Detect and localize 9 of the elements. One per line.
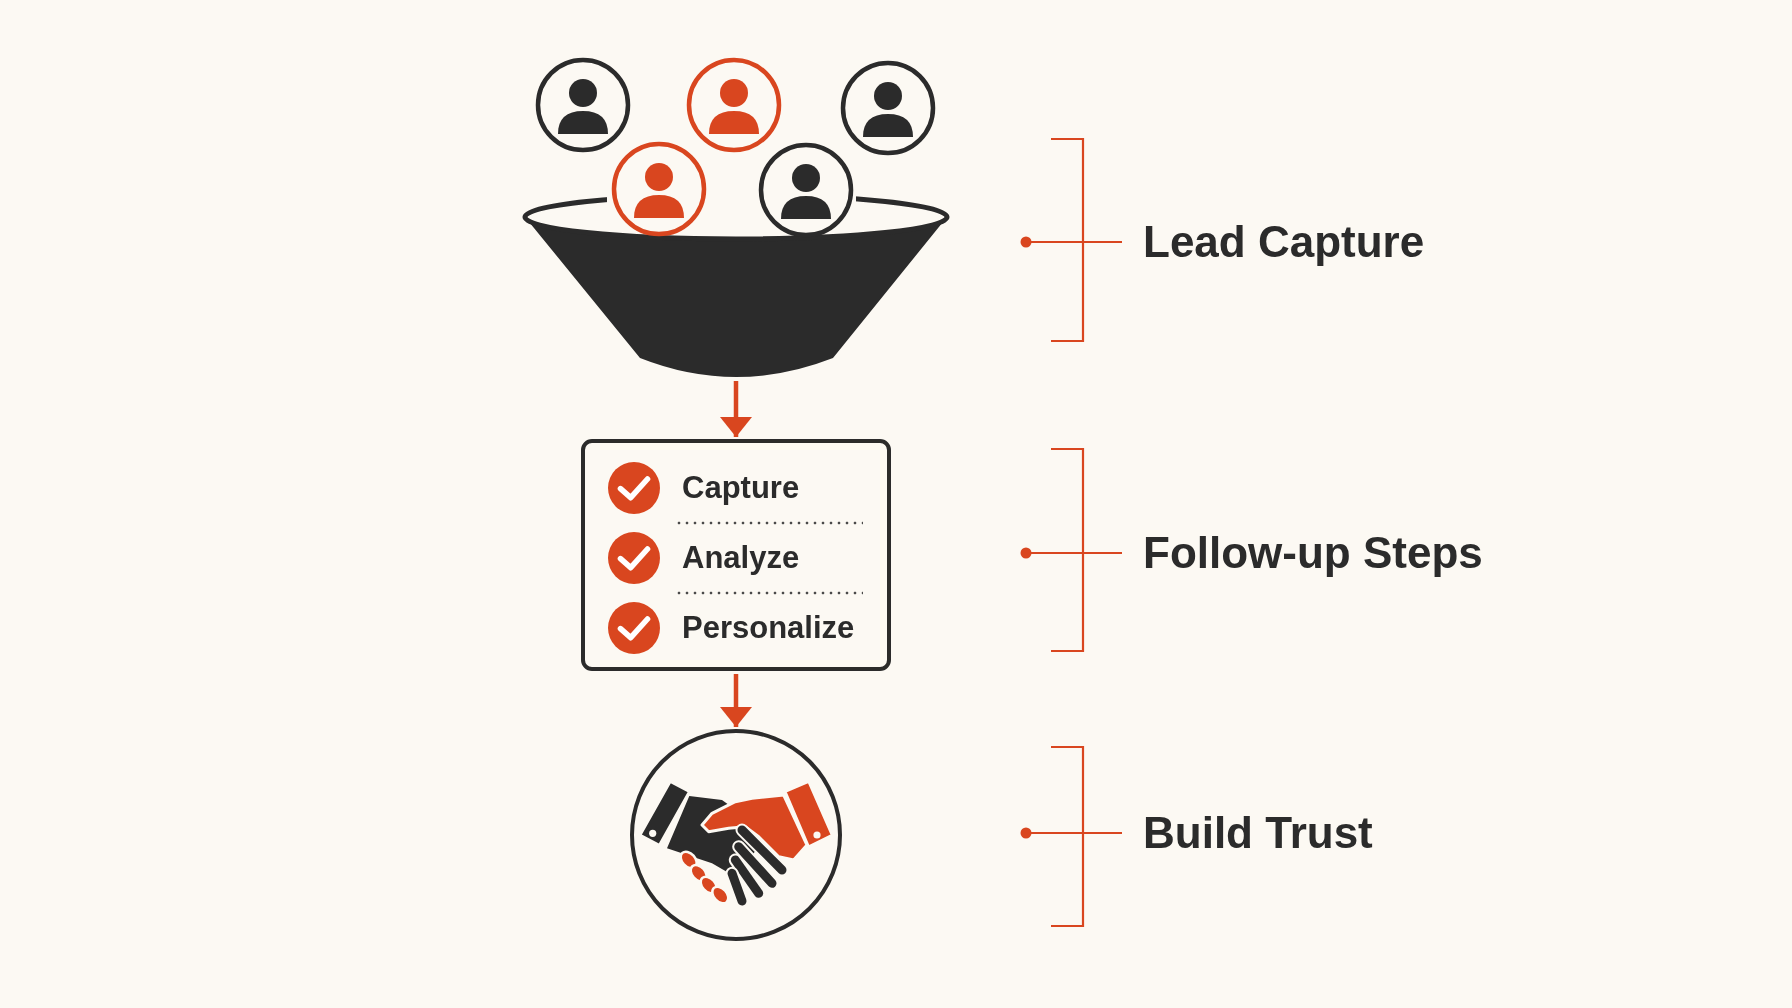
stage-label: Lead Capture bbox=[1143, 216, 1425, 268]
stage-label: Build Trust bbox=[1143, 807, 1373, 859]
step-label: Capture bbox=[682, 470, 800, 506]
arrow bbox=[720, 381, 752, 437]
step-label: Personalize bbox=[682, 610, 855, 646]
checklist-panel bbox=[581, 439, 891, 671]
step-label: Analyze bbox=[682, 540, 800, 576]
arrow bbox=[720, 674, 752, 727]
stage-label: Follow-up Steps bbox=[1143, 527, 1483, 579]
